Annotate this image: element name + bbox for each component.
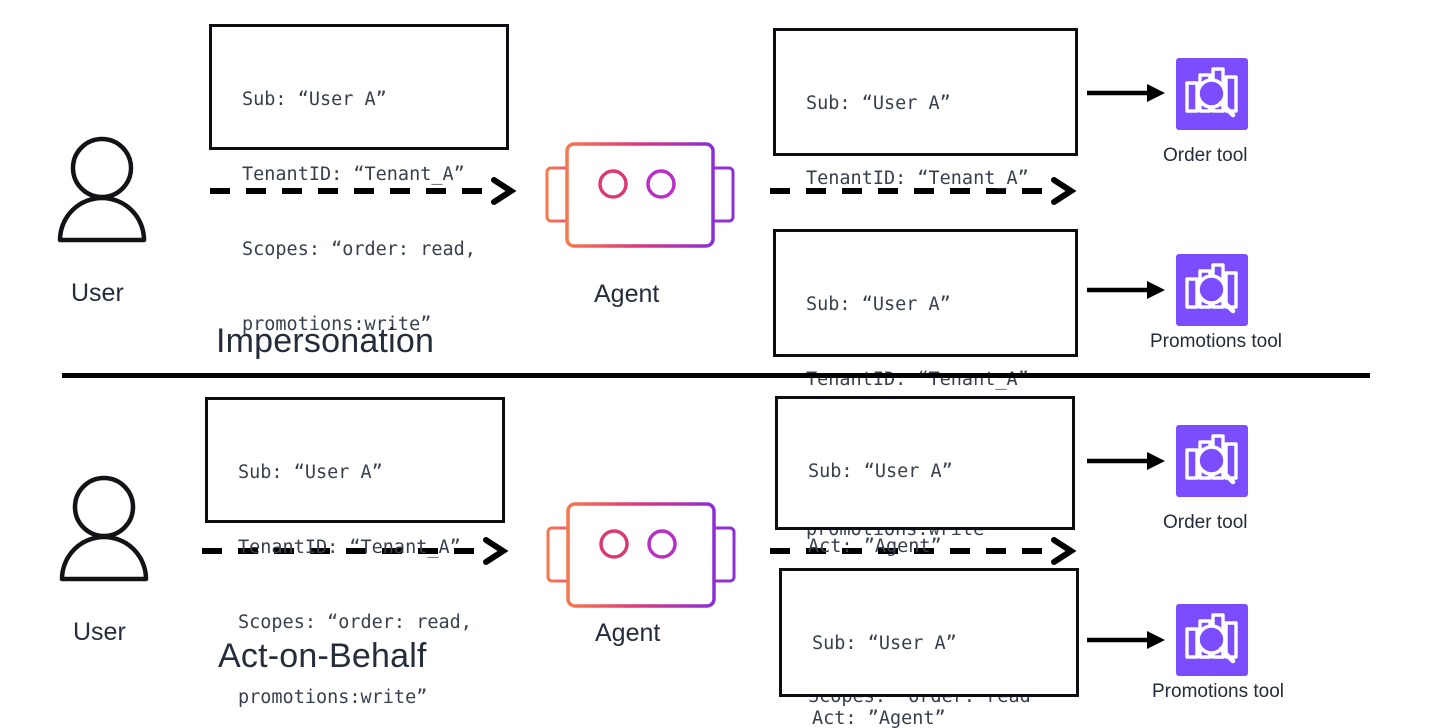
promotions-token-box-impersonation: Sub: “User A” TenantID: “Tenant_A” Scope… [773,229,1078,540]
promotions-tool-icon-top [1176,254,1248,326]
solid-arrow-to-order-tool-top [1087,84,1165,102]
user-label-top: User [71,279,124,307]
token-line: TenantID: “Tenant_A” [806,369,1029,390]
token-line: Act: ”Agent” [808,536,942,557]
agent-icon-top [545,142,735,248]
section-divider [62,373,1370,378]
token-line: Sub: “User A” [806,294,951,315]
order-token-box-impersonation: Sub: “User A” TenantID: “Tenant_A” Scope… [773,28,1078,339]
token-line: Sub: “User A” [238,462,383,483]
token-line: Scopes: “order: read, [238,612,472,633]
section-title-impersonation: Impersonation [216,322,435,360]
user-icon-bottom [59,475,149,582]
order-token-box-act-on-behalf: Sub: “User A” Act: ”Agent” TenantID: “Te… [775,396,1075,707]
promotions-tool-label-top: Promotions tool [1150,331,1283,352]
solid-arrow-to-promotions-tool-bottom [1087,631,1165,649]
agent-icon-bottom [546,502,736,608]
dashed-arrow-agent-to-tools-bottom [770,537,1077,565]
chart-magnifier-icon [1185,263,1238,314]
token-line: Sub: “User A” [808,461,953,482]
chart-magnifier-icon [1185,434,1238,485]
dashed-arrow-user-to-agent-bottom [202,537,509,565]
user-label-bottom: User [73,618,126,646]
order-tool-icon-bottom [1176,425,1248,497]
token-line: TenantID: “Tenant_A” [806,168,1029,189]
chart-magnifier-icon [1185,613,1238,664]
token-line: Act: ”Agent” [812,708,946,728]
token-line: promotions:write” [242,314,432,335]
token-line: Sub: “User A” [806,93,951,114]
agent-label-top: Agent [594,280,660,308]
token-line: TenantID: “Tenant_A” [242,164,465,185]
token-line: Sub: “User A” [242,89,387,110]
section-title-act-on-behalf: Act-on-Behalf [218,637,427,675]
dashed-arrow-user-to-agent-top [210,177,517,205]
user-token-box-act-on-behalf: Sub: “User A” TenantID: “Tenant_A” Scope… [205,397,505,708]
agent-label-bottom: Agent [595,619,661,647]
promotions-tool-label-bottom: Promotions tool [1152,681,1285,702]
promotions-token-box-act-on-behalf: Sub: “User A” Act: ”Agent” TenantID: “Te… [779,568,1079,728]
solid-arrow-to-order-tool-bottom [1087,452,1165,470]
order-tool-label-bottom: Order tool [1163,512,1248,533]
token-line: promotions:write” [238,687,428,708]
order-tool-icon-top [1176,58,1248,130]
dashed-arrow-agent-to-tools-top [770,177,1077,205]
token-line: Scopes: “order: read, [242,239,476,260]
promotions-tool-icon-bottom [1176,604,1248,676]
chart-magnifier-icon [1185,67,1238,118]
user-icon [57,136,147,243]
token-line: Sub: “User A” [812,633,957,654]
token-line: TenantID: “Tenant_A” [238,537,461,558]
user-token-box-impersonation: Sub: “User A” TenantID: “Tenant_A” Scope… [209,24,509,335]
solid-arrow-to-promotions-tool-top [1087,281,1165,299]
order-tool-label-top: Order tool [1163,145,1248,166]
